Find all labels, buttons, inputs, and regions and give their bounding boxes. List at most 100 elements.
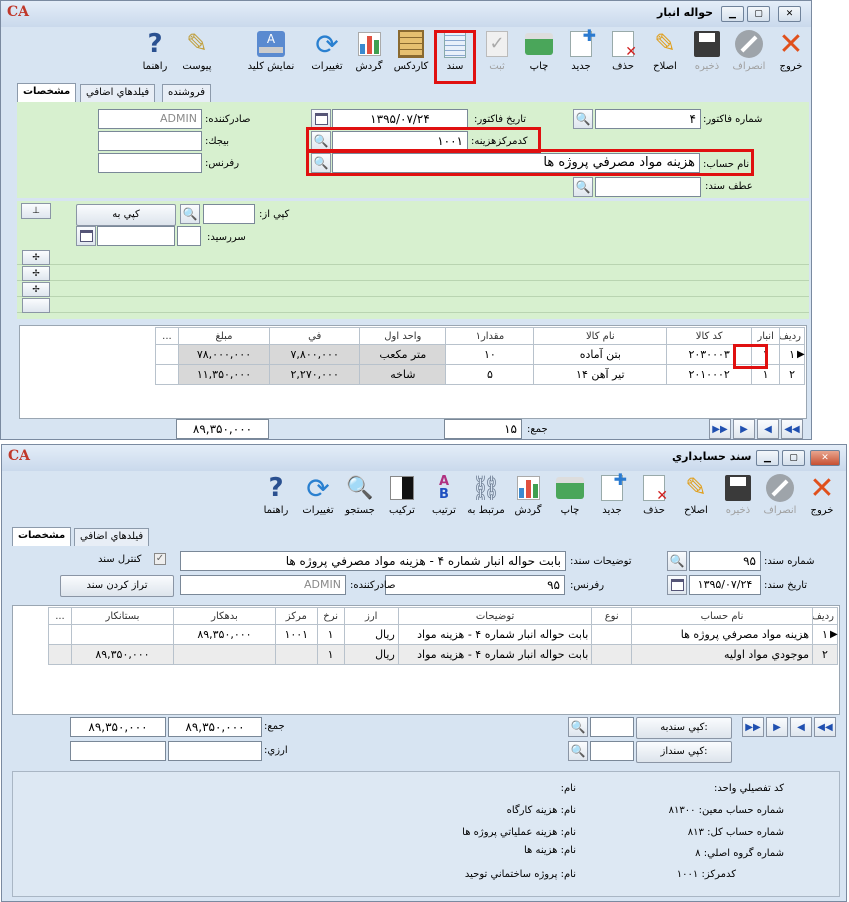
cell-item-name[interactable]: تير آهن ۱۴ [533,364,668,385]
changes-button[interactable]: ⟳تغييرات [302,471,334,517]
due-days-field[interactable] [177,226,201,246]
cell-item-name[interactable]: بتن آماده [533,344,668,365]
invoice-number-field[interactable]: ۴ [595,109,701,129]
new-button[interactable]: ✚جديد [601,470,627,516]
doc-reference-field[interactable]: ۹۵ [385,575,565,595]
save-button[interactable]: ذخيره [687,29,727,79]
account-search-button[interactable]: 🔍 [311,153,331,173]
minimize-button[interactable]: ▁ [756,450,779,466]
cell-item-code[interactable]: ۲۰۳۰۰۰۳ [666,344,753,365]
cell-quantity[interactable]: ۱۰ [445,344,535,365]
cell-item-code[interactable]: ۲۰۱۰۰۰۲ [666,364,753,385]
doc-calendar-button[interactable] [667,575,687,595]
voucher-button[interactable]: سند [435,29,475,79]
doc-ref-search-button[interactable]: 🔍 [573,177,593,197]
doc-date-field[interactable]: ۱۳۹۵/۰۷/۲۴ [689,575,761,595]
copy-from-field[interactable] [203,204,255,224]
prev-record-button[interactable]: ◀ [757,419,779,439]
first-record-button[interactable]: ▶▶ [709,419,731,439]
cell-description[interactable]: بابت حواله انبار شماره ۴ - هزينه مواد [397,644,593,665]
note-pin-3[interactable]: ✢ [22,282,50,297]
cell-type[interactable] [591,624,632,645]
copy-to-search-button[interactable]: 🔍 [568,717,588,737]
cancel-button[interactable]: انصراف [760,473,800,523]
new-button[interactable]: ✚جديد [570,26,596,72]
budget-field[interactable] [98,131,202,151]
delete-button[interactable]: ✕حذف [603,29,643,79]
tab-extra-fields[interactable]: فيلدهاي اضافي [74,528,150,546]
due-calendar-button[interactable] [76,226,96,246]
edit-button[interactable]: ✎اصلاح [684,473,708,516]
calendar-button[interactable] [311,109,331,129]
cell-currency[interactable]: ريال [343,624,399,645]
tab-details[interactable]: مشخصات [12,527,72,546]
attachment-button[interactable]: ✎پيوست [182,29,212,72]
table-row[interactable]: ۱ هزينه مواد مصرفي پروژه ها بابت حواله ا… [48,624,838,645]
cell-center[interactable]: ۱۰۰۱ [274,624,318,645]
exit-button[interactable]: ✕خروج [809,470,835,517]
copy-to-button[interactable]: کپي به [76,204,176,226]
copy-to-field[interactable] [590,717,634,737]
close-button[interactable]: ✕ [810,450,840,466]
doc-ref-field[interactable] [595,177,701,197]
print-button[interactable]: چاپ [550,473,590,523]
save-button[interactable]: ذخيره [718,473,758,523]
pin-button[interactable]: ⊥ [21,203,51,219]
related-button[interactable]: ⛓مرتبط به [467,474,505,516]
cell-warehouse[interactable]: ۱ [751,364,781,385]
last-record-button[interactable]: ◀◀ [814,717,836,737]
doc-number-field[interactable]: ۹۵ [689,551,761,571]
balance-voucher-button[interactable]: تراز کردن سند [60,575,174,597]
cell-rate[interactable]: ۱ [316,624,345,645]
doc-description-field[interactable]: بابت حواله انبار شماره ۴ - هزينه مواد مص… [180,551,566,571]
table-row[interactable]: ۲ ۱ ۲۰۱۰۰۰۲ تير آهن ۱۴ ۵ شاخه ۲,۲۷۰,۰۰۰ … [155,364,805,385]
tab-extra-fields[interactable]: فيلدهاي اضافي [80,84,156,102]
minimize-button[interactable]: ▁ [721,6,744,22]
cell-description[interactable]: بابت حواله انبار شماره ۴ - هزينه مواد [397,624,593,645]
control-checkbox[interactable]: ✓ [154,553,166,565]
first-record-button[interactable]: ▶▶ [742,717,764,737]
find-button[interactable]: 🔍جستجو [345,475,375,517]
cell-type[interactable] [591,644,632,665]
maximize-button[interactable]: ▢ [782,450,805,466]
edit-button[interactable]: ✎اصلاح [653,29,677,72]
copy-from-field[interactable] [590,741,634,761]
turnover-button[interactable]: گردش [349,29,389,79]
cell-quantity[interactable]: ۵ [445,364,535,385]
cell-debit[interactable]: ۸۹,۳۵۰,۰۰۰ [172,624,276,645]
copy-search-button[interactable]: 🔍 [180,204,200,224]
kardex-button[interactable]: کاردکس [391,29,431,79]
table-row[interactable]: ۲ موجودي مواد اوليه بابت حواله انبار شما… [48,644,838,665]
cell-credit[interactable]: ۸۹,۳۵۰,۰۰۰ [70,644,174,665]
cell-center[interactable] [274,644,318,665]
cell-credit[interactable] [70,624,174,645]
prev-record-button[interactable]: ◀ [790,717,812,737]
cell-debit[interactable] [172,644,276,665]
cell-rate[interactable]: ۱ [316,644,345,665]
invoice-date-field[interactable]: ۱۳۹۵/۰۷/۲۴ [332,109,468,129]
next-record-button[interactable]: ▶ [766,717,788,737]
close-button[interactable]: ✕ [778,6,801,22]
help-button[interactable]: ?راهنما [142,29,168,72]
invoice-search-button[interactable]: 🔍 [573,109,593,129]
delete-button[interactable]: ✕حذف [634,473,674,523]
merge-button[interactable]: ترکيب [382,473,422,523]
cost-center-search-button[interactable]: 🔍 [311,131,331,151]
copy-voucher-to-button[interactable]: کپي سندبه: [636,717,732,739]
cell-warehouse[interactable]: ۱ [751,344,781,365]
cell-account-name[interactable]: موجودي مواد اوليه [630,644,814,665]
tab-vendor[interactable]: فروشنده [162,84,212,102]
changes-button[interactable]: ⟳تغييرات [311,27,343,73]
help-button[interactable]: ?راهنما [263,473,289,516]
cell-currency[interactable]: ريال [343,644,399,665]
note-pin-4[interactable] [22,298,50,313]
copy-voucher-from-button[interactable]: کپي سنداز: [636,741,732,763]
note-pin-2[interactable]: ✢ [22,266,50,281]
last-record-button[interactable]: ◀◀ [781,419,803,439]
due-date-field[interactable] [97,226,175,246]
cancel-button[interactable]: انصراف [729,29,769,79]
turnover-button[interactable]: گردش [508,473,548,523]
table-row[interactable]: ۱ ۱ ۲۰۳۰۰۰۳ بتن آماده ۱۰ متر مکعب ۷,۸۰۰,… [155,344,805,365]
